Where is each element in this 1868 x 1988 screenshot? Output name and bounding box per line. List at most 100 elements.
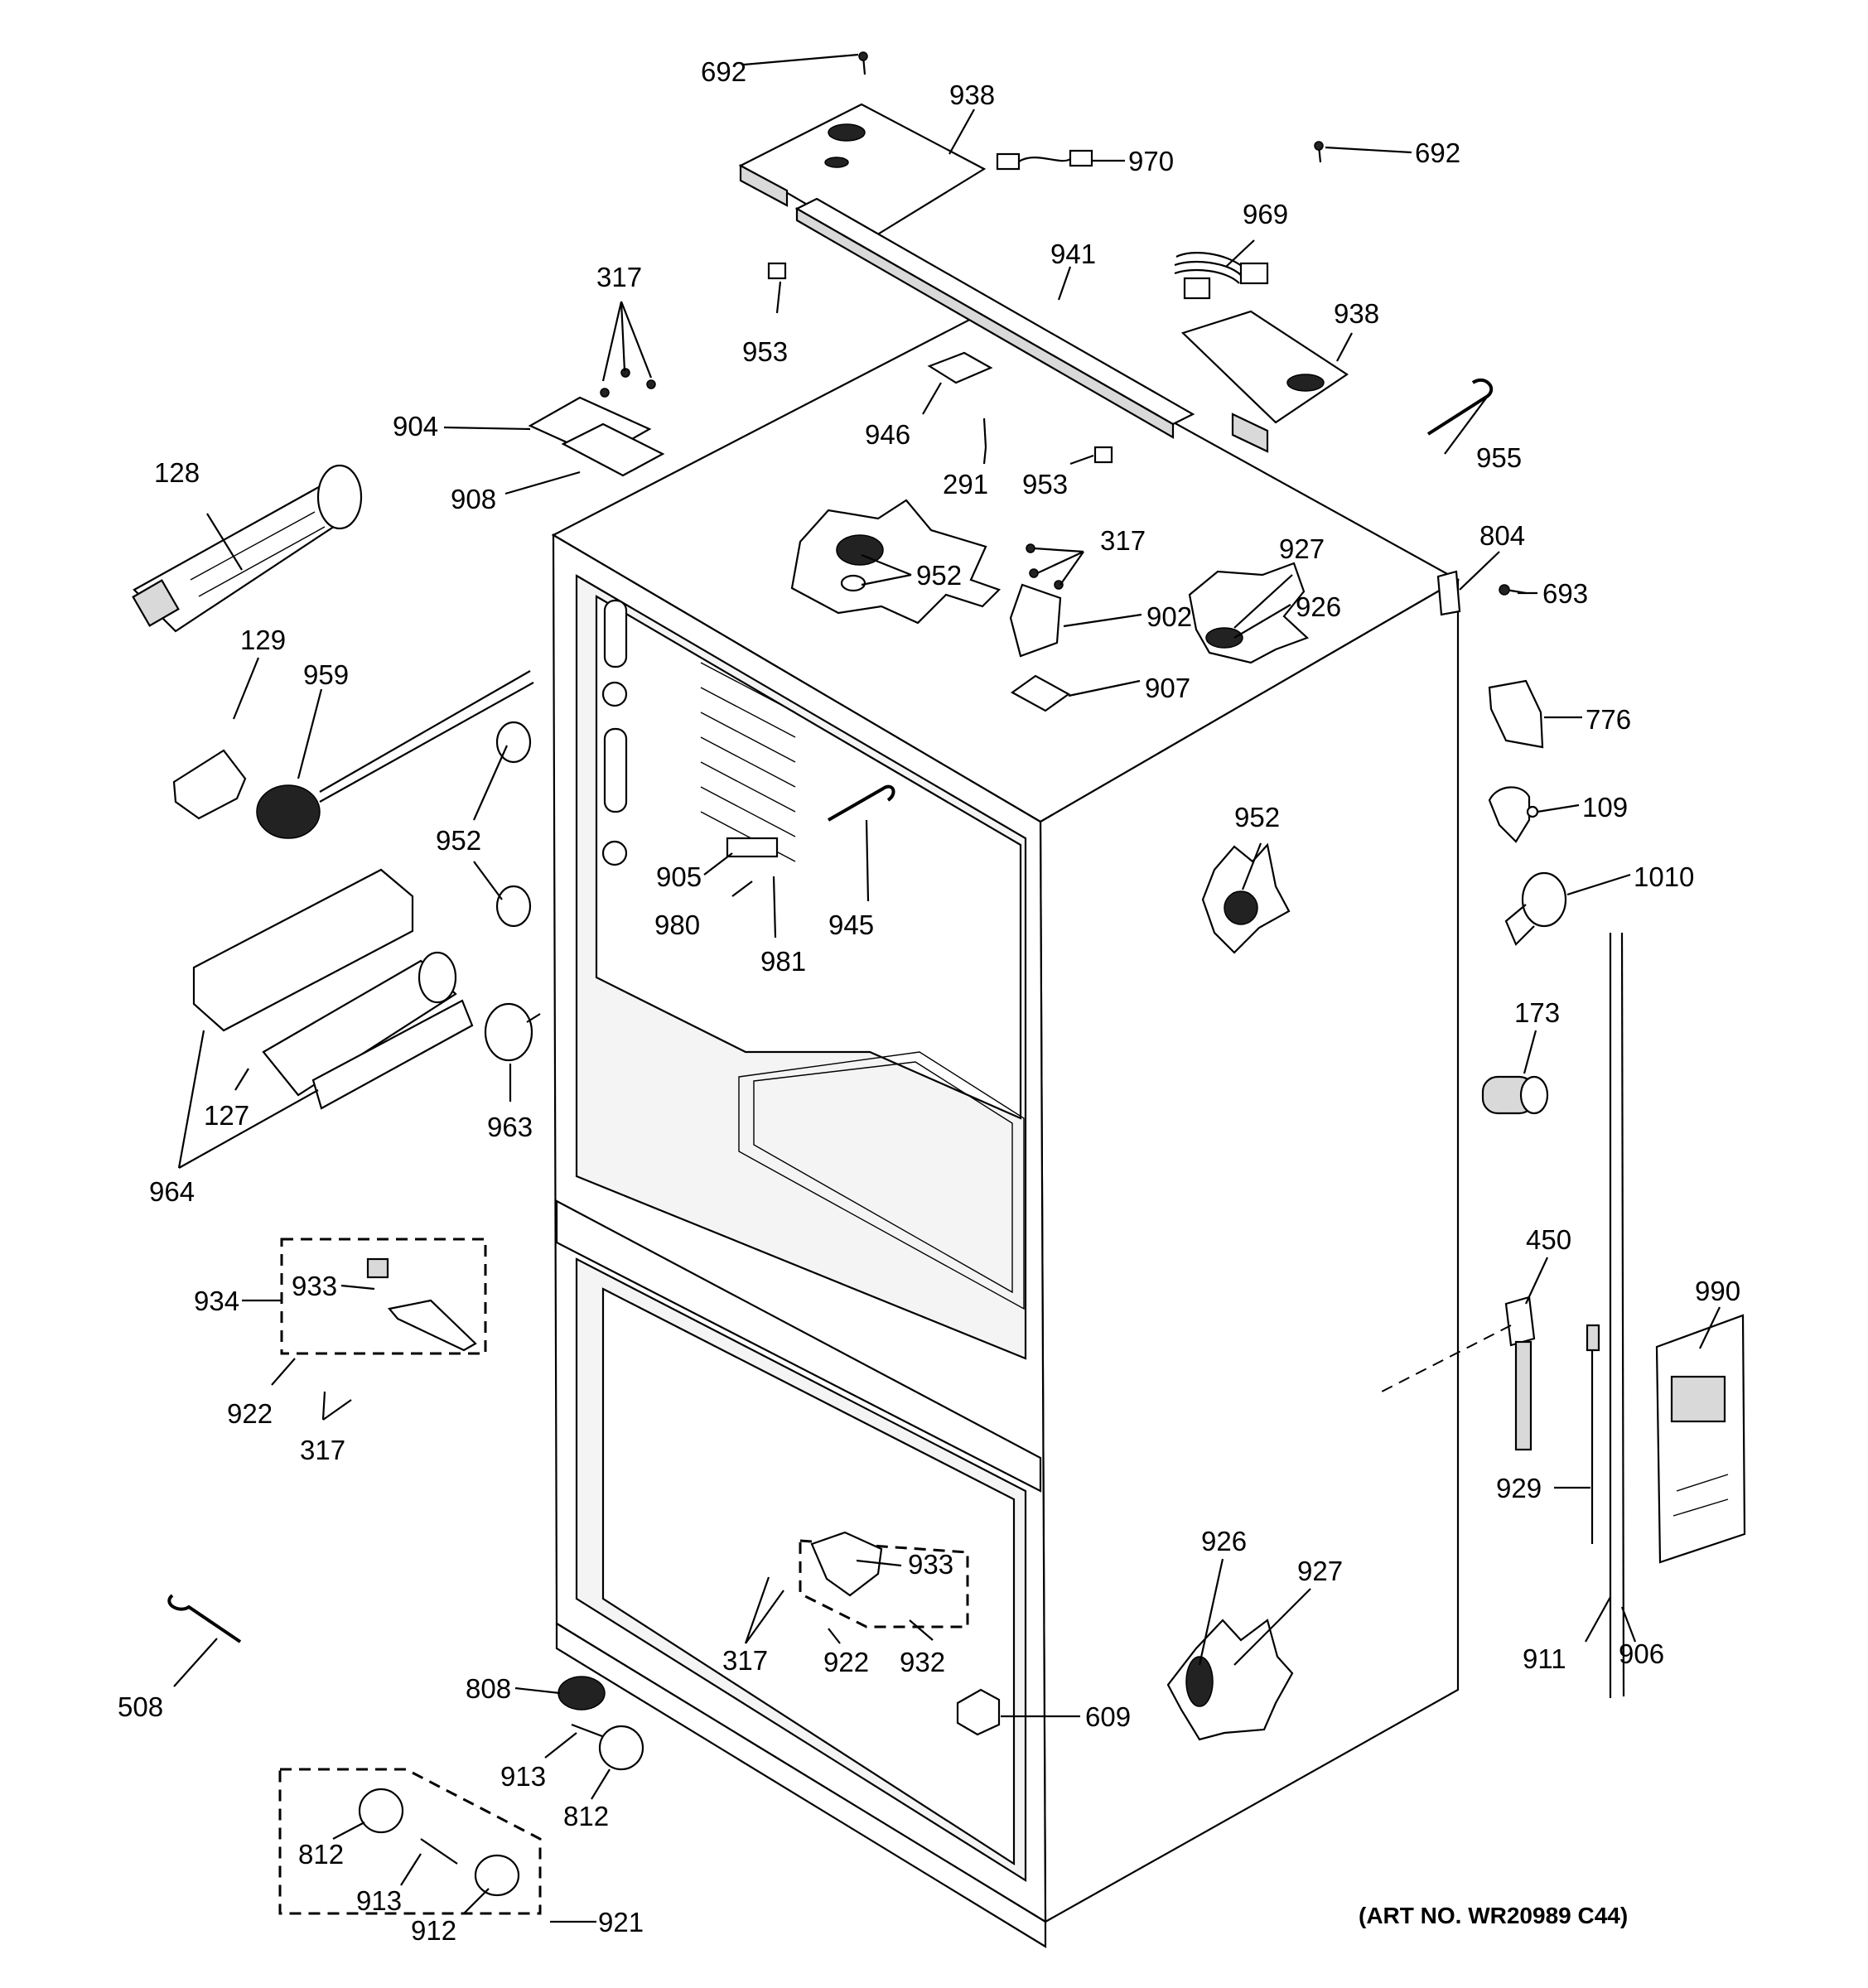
wire-harness-969 [1174,252,1269,300]
evaporator-coils [700,662,796,862]
callout-1010: 1010 [1634,861,1694,892]
callout-692-top: 692 [701,56,746,87]
bracket-804 [1436,570,1461,616]
callout-927-bottom: 927 [1297,1556,1343,1586]
plug-952-left-lower [495,885,532,928]
assembly-box-934 [280,1238,487,1355]
callout-908: 908 [451,484,496,514]
callout-990: 990 [1695,1276,1740,1306]
callout-953-top: 953 [742,336,788,367]
shim-908 [561,422,665,477]
callout-969: 969 [1243,199,1288,229]
callout-902: 902 [1146,601,1192,632]
cutaway-926-927-side [1166,1619,1294,1741]
switch-609 [956,1688,1001,1736]
callout-922-left: 922 [227,1398,273,1429]
roller-812-box [358,1788,404,1834]
callout-926-bottom: 926 [1201,1526,1247,1556]
callout-912: 912 [411,1915,456,1946]
callout-932: 932 [900,1647,945,1677]
callout-929: 929 [1496,1473,1542,1503]
bracket-905 [726,837,779,858]
sensor-450 [1504,1296,1536,1451]
callout-128: 128 [154,457,200,488]
callout-953-mid: 953 [1022,469,1068,499]
callout-906: 906 [1619,1638,1664,1669]
shim-907 [1010,674,1071,712]
callout-934: 934 [194,1286,239,1316]
callout-905: 905 [656,861,702,892]
filter-cover-964 [192,868,414,1032]
callout-952-top: 952 [916,560,962,591]
callout-959: 959 [303,659,349,690]
callout-labels: 692 938 970 692 969 317 941 938 953 904 … [118,56,1740,1946]
leader-lines [173,53,1721,1923]
art-number: (ART NO. WR20989 C44) [1359,1903,1628,1928]
callout-946: 946 [865,419,910,450]
clip-776 [1488,679,1544,749]
callout-904: 904 [393,411,438,442]
callout-692-right: 692 [1415,138,1460,168]
callout-911: 911 [1523,1643,1566,1674]
callout-922-bottom: 922 [823,1647,869,1677]
cabinet-body [551,313,1460,1948]
screw-291 [982,417,987,448]
fitting-173 [1481,1075,1549,1115]
callout-317-left: 317 [300,1435,345,1465]
callout-952-side: 952 [1234,802,1280,832]
bracket-129 [172,749,247,820]
callout-927-top: 927 [1279,533,1325,564]
callout-938-left: 938 [949,80,995,110]
roller-912 [474,1854,520,1897]
tubes-906-911 [1609,932,1625,1698]
switch-953-mid [1093,446,1113,464]
filter-bypass-964 [311,999,474,1110]
wrench-508 [167,1594,242,1643]
top-cover-right [1180,310,1349,453]
axle-913-box [420,1838,458,1865]
callout-913-box: 913 [356,1885,402,1916]
top-channel [794,197,1195,439]
tube-945 [828,784,895,822]
plug-952-left-upper [495,721,532,764]
top-cover-left [738,103,987,242]
wrench-955 [1426,378,1494,436]
callout-450: 450 [1526,1224,1571,1255]
cutaway-952-top [790,499,1002,625]
callout-812-right: 812 [563,1801,609,1831]
callout-913-upper: 913 [500,1761,546,1792]
cam-933-lower [810,1531,883,1597]
callout-938-right: 938 [1334,298,1379,329]
callout-693: 693 [1542,578,1588,609]
callout-776: 776 [1586,704,1631,735]
callout-945: 945 [828,910,874,940]
callout-317-bottom: 317 [722,1645,768,1676]
knob-963 [484,1002,541,1062]
water-filter-128 [132,464,363,633]
callout-127: 127 [204,1100,249,1131]
switch-953-top [767,262,787,280]
assembly-box-921 [278,1768,542,1915]
callout-812-box: 812 [298,1839,344,1870]
callout-317-mid: 317 [1100,525,1146,556]
callout-508: 508 [118,1691,163,1722]
callout-129: 129 [240,625,286,655]
roller-808 [558,1676,606,1711]
label-990 [1655,1314,1746,1564]
callout-804: 804 [1479,520,1525,551]
callout-933-upper: 933 [292,1271,337,1301]
wire-harness-970 [996,149,1093,171]
callout-970: 970 [1128,146,1174,176]
callout-941: 941 [1050,239,1096,269]
callout-952-left: 952 [436,825,481,856]
callout-317-top: 317 [596,262,642,292]
control-board-946 [927,351,993,384]
callout-955: 955 [1476,442,1522,473]
callout-980: 980 [654,910,700,940]
clamp-109 [1488,786,1539,843]
callout-109: 109 [1582,792,1628,823]
callout-963: 963 [487,1112,533,1142]
callout-609: 609 [1085,1701,1131,1732]
callout-933-lower: 933 [908,1549,953,1580]
